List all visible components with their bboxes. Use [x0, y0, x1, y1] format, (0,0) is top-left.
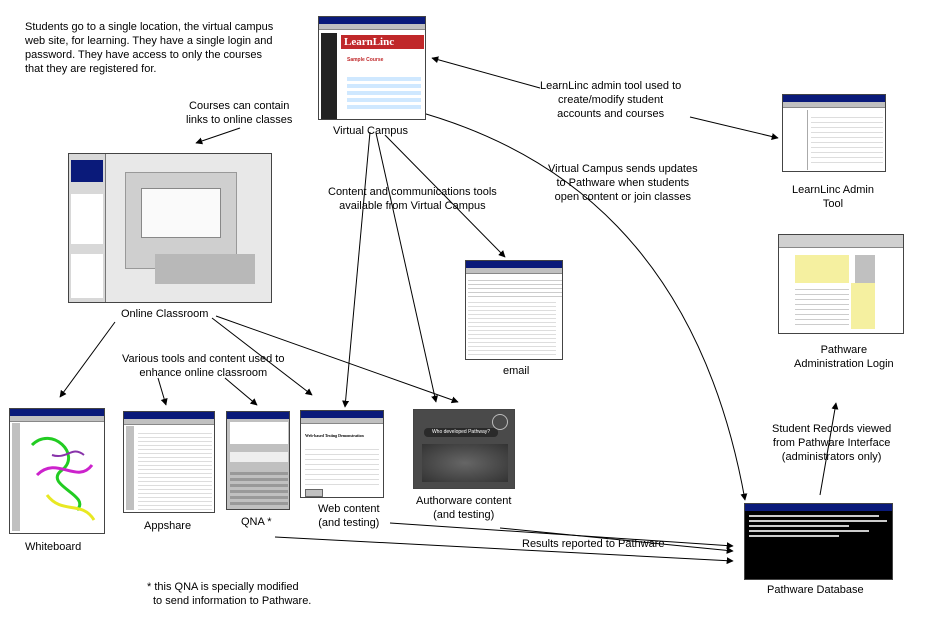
web-content-screen: Web-based Testing Demonstration — [300, 410, 384, 498]
learnlinc-admin-screen — [782, 94, 886, 172]
arrow-admin-to-learnlinc — [689, 116, 779, 140]
arrow-classroom-to-web — [211, 317, 313, 396]
pathware-db-label: Pathware Database — [767, 584, 864, 596]
arrow-authorware-to-db — [499, 527, 734, 554]
arrow-db-to-admin — [819, 402, 839, 496]
web-testing-title: Web-based Testing Demonstration — [305, 433, 364, 438]
online-classroom-label: Online Classroom — [121, 308, 209, 320]
authorware-screen: Who developed Pathway? — [413, 409, 515, 489]
sample-course-label: Sample Course — [347, 57, 384, 63]
authorware-label: Authorware content(and testing) — [416, 495, 512, 521]
learnlinc-logo: LearnLinc — [341, 35, 424, 49]
arrow-various-to-appshare — [157, 377, 168, 406]
arrow-qna-to-db — [274, 536, 734, 565]
authorware-question: Who developed Pathway? — [424, 428, 498, 437]
pathware-db-screen — [744, 503, 893, 580]
appshare-screen — [123, 411, 215, 513]
whiteboard-drawing — [30, 436, 96, 521]
virtual-campus-label: Virtual Campus — [333, 125, 408, 137]
arrow-admin-to-campus — [431, 56, 541, 89]
arrow-various-to-qna — [224, 377, 258, 406]
email-label: email — [503, 365, 530, 377]
arrow-campus-to-email — [384, 134, 506, 258]
arrow-campus-to-web — [342, 131, 371, 408]
whiteboard-screen — [9, 408, 105, 534]
results-note: Results reported to Pathware — [522, 538, 665, 550]
arrow-campus-to-db — [411, 109, 748, 501]
arrow-links-to-classroom — [195, 127, 241, 145]
virtual-campus-screen: LearnLinc Sample Course — [318, 16, 426, 120]
email-screen — [465, 260, 563, 360]
web-content-label: Web content(and testing) — [318, 503, 380, 529]
online-classroom-screen — [68, 153, 272, 303]
qna-screen — [226, 411, 290, 510]
arrow-campus-to-authorware — [375, 132, 439, 403]
arrow-classroom-to-whiteboard — [59, 321, 116, 398]
intro-note: Students go to a single location, the vi… — [25, 21, 274, 75]
whiteboard-label: Whiteboard — [25, 541, 82, 553]
pathware-admin-screen — [778, 234, 904, 334]
qna-label: QNA * — [241, 516, 272, 528]
appshare-label: Appshare — [144, 520, 192, 532]
arrow-classroom-to-authorware — [215, 315, 459, 404]
